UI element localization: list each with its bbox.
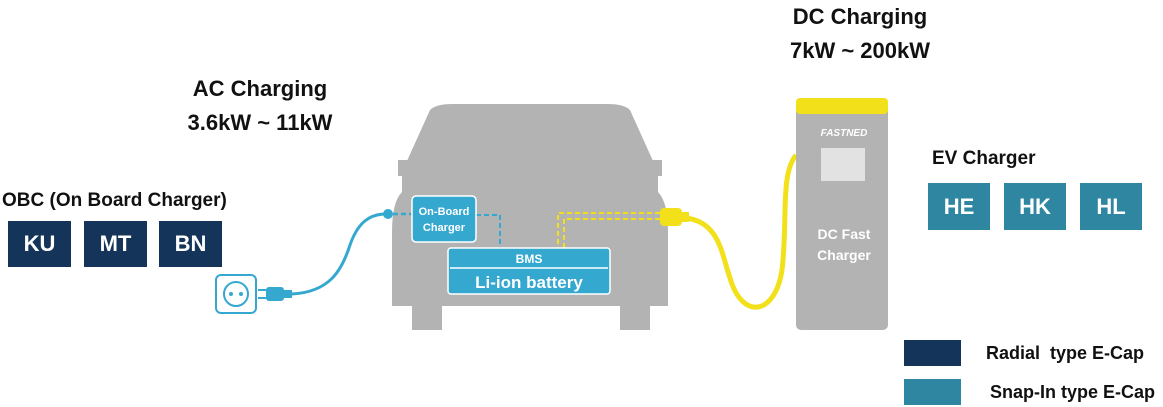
legend-label-radial: Radial type E-Cap: [986, 343, 1145, 363]
dc-cable: [557, 153, 799, 310]
battery-label: Li-ion battery: [475, 273, 583, 292]
legend-swatch-snapin: [904, 379, 961, 405]
ac-charging-range: 3.6kW ~ 11kW: [187, 109, 333, 135]
bms-label: BMS: [516, 252, 543, 266]
obc-code-mt: MT: [84, 221, 147, 267]
ev-charger-code-hk: HK: [1004, 183, 1066, 230]
legend-label-snapin: Snap-In type E-Cap: [990, 382, 1156, 402]
station-label-line1: DC Fast: [818, 226, 871, 242]
ac-charging-title: AC Charging 3.6kW ~ 11kW: [160, 74, 360, 137]
onboard-charger-line2: Charger: [423, 222, 466, 234]
ac-charging-heading: AC Charging: [192, 76, 328, 101]
dc-charging-range: 7kW ~ 200kW: [789, 37, 930, 63]
wall-socket-icon: [215, 274, 257, 314]
ev-charger-code-hl: HL: [1080, 183, 1142, 230]
onboard-charger-line1: On-Board: [419, 206, 470, 218]
battery-pack: [447, 247, 611, 295]
station-brand: FASTNED: [821, 128, 868, 139]
onboard-charger-module: [411, 195, 477, 243]
obc-code-ku: KU: [8, 221, 71, 267]
dc-charging-heading: DC Charging: [792, 4, 928, 29]
ac-cable: [258, 209, 501, 301]
dc-fast-charger-station-icon: [796, 98, 888, 330]
ev-charger-code-he: HE: [928, 183, 990, 230]
obc-code-bn: BN: [159, 221, 222, 267]
station-label-line2: Charger: [817, 247, 871, 263]
legend-swatch-radial: [904, 340, 961, 366]
ev-charger-title: EV Charger: [932, 148, 1036, 169]
obc-title: OBC (On Board Charger): [2, 190, 227, 211]
dc-charging-title: DC Charging 7kW ~ 200kW: [760, 2, 960, 65]
